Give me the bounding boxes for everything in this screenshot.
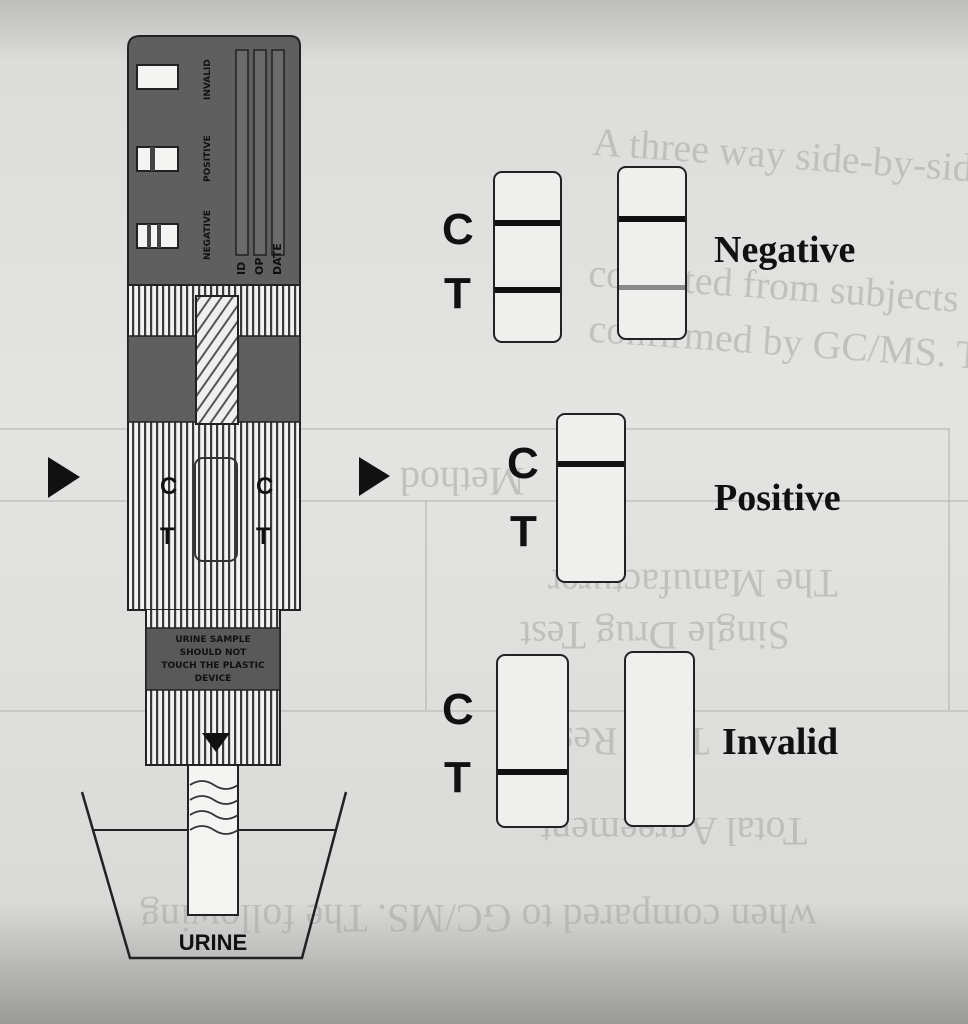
bleed-table-rule-5 bbox=[948, 428, 950, 710]
negative-label: Negative bbox=[714, 229, 855, 271]
pointer-arrow-device-icon bbox=[48, 457, 80, 498]
checkbox-legend: NEGATIVE POSITIVE INVALID bbox=[203, 59, 213, 260]
positive-strip bbox=[556, 413, 626, 583]
negative-c-label: C bbox=[442, 205, 474, 254]
result-negative: C T Negative bbox=[442, 166, 855, 343]
negative-strip-a-t-line bbox=[495, 287, 560, 293]
negative-strip-a-c-line bbox=[495, 220, 560, 226]
device-sticker bbox=[195, 295, 239, 425]
negative-checkbox bbox=[136, 64, 179, 90]
checkbox-label-invalid: INVALID bbox=[203, 59, 213, 100]
negative-strip-a bbox=[493, 171, 562, 343]
bleed-table-rule-2 bbox=[0, 500, 968, 502]
field-label-op: OP bbox=[253, 258, 266, 275]
invalid-c-label: C bbox=[442, 685, 474, 734]
invalid-t-label: T bbox=[444, 753, 471, 802]
pointer-arrow-results-icon bbox=[359, 457, 390, 496]
device-window-t-left: T bbox=[160, 523, 175, 550]
device-result-window bbox=[194, 457, 238, 562]
result-positive: C T Positive bbox=[507, 413, 841, 583]
result-invalid: C T Invalid bbox=[442, 651, 838, 828]
positive-label: Positive bbox=[714, 477, 841, 519]
urine-cup: URINE bbox=[80, 791, 348, 960]
positive-c-label: C bbox=[507, 439, 539, 488]
device-window-t-right: T bbox=[256, 523, 271, 550]
invalid-strip-b bbox=[624, 651, 695, 827]
negative-t-label: T bbox=[444, 269, 471, 318]
checkbox-label-positive: POSITIVE bbox=[203, 135, 213, 182]
bleed-table-rule-3 bbox=[0, 710, 968, 712]
device-window-c-left: C bbox=[160, 473, 177, 500]
bleed-table-rule-4 bbox=[425, 500, 427, 710]
negative-strip-b bbox=[617, 166, 687, 340]
warning-line-1: URINE SAMPLE bbox=[175, 635, 250, 645]
device-warning-label bbox=[145, 627, 281, 691]
invalid-strip-a-t-line bbox=[498, 769, 567, 775]
positive-checkbox bbox=[136, 146, 179, 172]
invalid-label: Invalid bbox=[722, 721, 838, 763]
positive-strip-c-line bbox=[558, 461, 624, 467]
dip-arrow-icon bbox=[202, 733, 230, 752]
warning-line-2: SHOULD NOT bbox=[180, 648, 247, 658]
negative-strip-b-t-line-faint bbox=[619, 285, 685, 290]
device-wick bbox=[187, 764, 239, 916]
positive-t-label: T bbox=[510, 507, 537, 556]
write-in-fields: ID OP DATE bbox=[235, 49, 285, 275]
bleed-table-rule-1 bbox=[0, 428, 950, 430]
negative-strip-b-c-line bbox=[619, 216, 685, 222]
warning-line-3: TOUCH THE PLASTIC bbox=[161, 661, 265, 671]
device-window-c-right: C bbox=[256, 473, 273, 500]
urine-label: URINE bbox=[179, 930, 247, 955]
field-label-date: DATE bbox=[271, 243, 284, 275]
warning-line-4: DEVICE bbox=[195, 674, 232, 684]
invalid-strip-a bbox=[496, 654, 569, 828]
checkbox-label-negative: NEGATIVE bbox=[203, 210, 213, 260]
field-label-id: ID bbox=[235, 262, 248, 275]
test-device: NEGATIVE POSITIVE INVALID ID OP DATE bbox=[127, 35, 301, 916]
